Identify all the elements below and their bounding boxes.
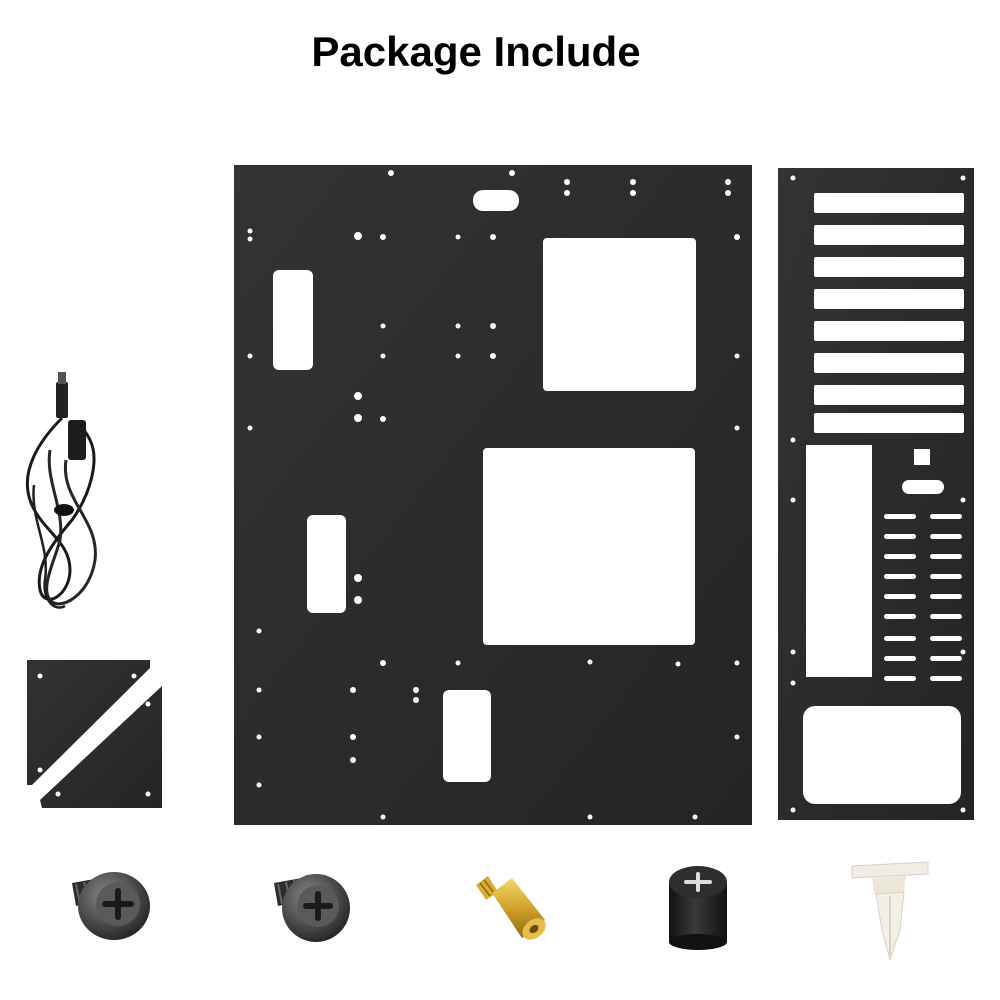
motherboard-tray-panel <box>234 165 752 825</box>
tray-slot-middle <box>307 515 346 613</box>
small-square-hole <box>914 449 930 465</box>
black-screw <box>274 874 350 942</box>
switch-label-sleeve <box>68 420 86 460</box>
tray-cutout-upper <box>543 238 696 391</box>
tray-slot-bottom <box>443 690 491 782</box>
io-shield-opening <box>806 445 872 677</box>
black-screw <box>72 872 150 940</box>
triangle-corner-plates <box>27 660 162 808</box>
corner-plate-upper <box>27 660 150 785</box>
corner-plate-lower <box>40 686 162 808</box>
expansion-slot-openings <box>814 193 964 433</box>
tray-slot-left <box>273 270 313 370</box>
connector-port-hole <box>902 480 944 494</box>
page-title: Package Include <box>311 28 641 75</box>
tray-top-oval <box>473 190 519 211</box>
black-spacer-cylinder <box>669 866 727 950</box>
white-plastic-rivet <box>851 861 929 962</box>
power-switch-cable <box>25 372 97 609</box>
tray-cutout-center <box>483 448 695 645</box>
tray-holes <box>247 170 740 820</box>
rear-io-bracket-panel <box>778 168 974 820</box>
switch-head <box>56 382 68 418</box>
bracket-holes <box>790 175 966 813</box>
vent-slots <box>884 514 962 681</box>
brass-standoff <box>476 876 546 940</box>
psu-opening <box>803 706 961 804</box>
